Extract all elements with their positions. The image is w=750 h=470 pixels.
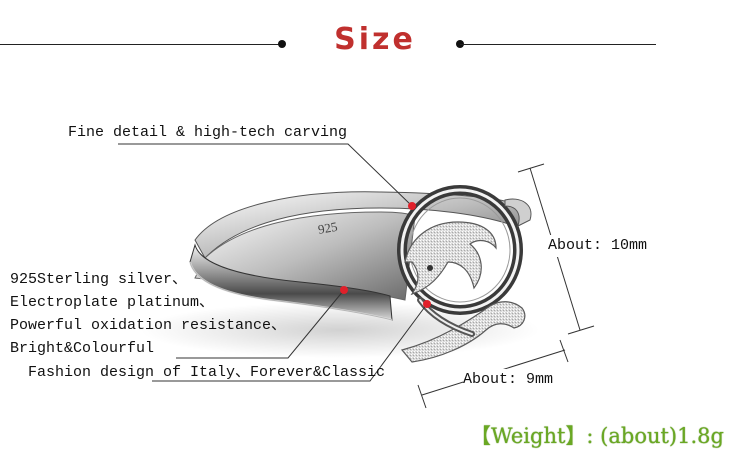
dim-width-label: About: 9mm (463, 369, 554, 391)
label-oxidation: Powerful oxidation resistance、 (10, 317, 287, 334)
weight-label: 【Weight】: (about)1.8g (470, 424, 724, 448)
label-silver: 925Sterling silver、 (10, 271, 188, 288)
header-line-right (460, 44, 656, 45)
header-line-left (0, 44, 285, 45)
leader-carving (118, 143, 413, 207)
leader-fashion (152, 303, 428, 382)
header-dot-left (278, 40, 286, 48)
page-title: Size (334, 22, 416, 57)
label-carving: Fine detail & high-tech carving (68, 124, 348, 141)
label-platinum: Electroplate platinum、 (10, 294, 215, 311)
marker-silver (340, 286, 348, 294)
marker-carving (408, 202, 416, 210)
label-fashion: Fashion design of Italy、Forever&Classic (28, 364, 386, 381)
ring-dolphin (404, 221, 497, 296)
ring-engraving: 925 (317, 219, 339, 237)
leader-silver (176, 289, 345, 359)
dim-height-label: About: 10mm (548, 235, 648, 257)
marker-fashion (423, 300, 431, 308)
label-bright: Bright&Colourful (10, 340, 155, 357)
